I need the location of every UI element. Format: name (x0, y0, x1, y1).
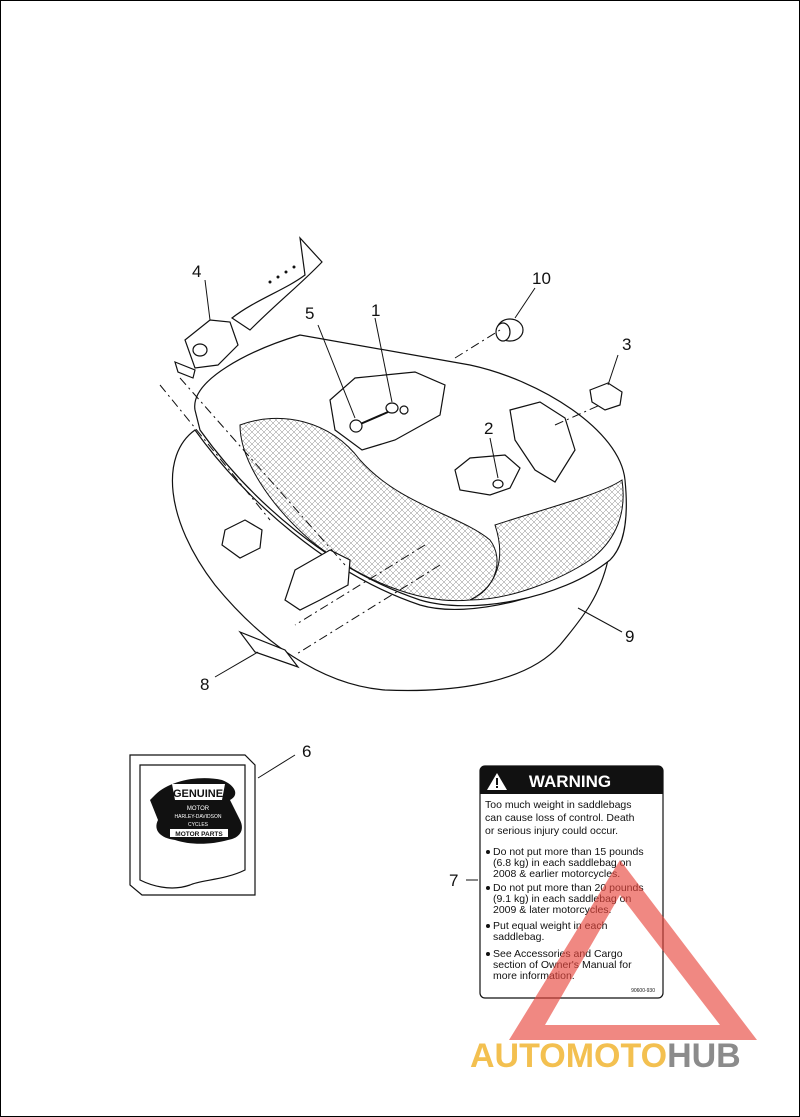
lid-strap (230, 236, 323, 331)
svg-text:(6.8 kg) in each saddlebag on: (6.8 kg) in each saddlebag on (493, 857, 632, 869)
svg-text:See Accessories and Cargo: See Accessories and Cargo (493, 948, 623, 960)
leader-lines (204, 279, 623, 881)
callout-1: 1 (371, 301, 380, 320)
bumper-part-10 (495, 318, 524, 342)
svg-text:or serious injury could occur.: or serious injury could occur. (485, 825, 618, 837)
screw-part-5 (349, 411, 389, 433)
clip-part-3 (589, 382, 623, 411)
warning-header: WARNING (529, 772, 611, 791)
automotohub-watermark: AUTOMOTOHUB (470, 860, 757, 1075)
svg-text:CYCLES: CYCLES (188, 822, 209, 828)
svg-text:can cause loss of control. De: can cause loss of control. Death (485, 812, 635, 824)
latch-part-4 (174, 319, 239, 379)
svg-text:GENUINE: GENUINE (173, 788, 223, 800)
genuine-motor-parts-badge: GENUINE MOTOR HARLEY-DAVIDSON CYCLES MOT… (150, 778, 242, 844)
svg-text:MOTOR: MOTOR (187, 806, 210, 812)
decal-package-part-6: GENUINE MOTOR HARLEY-DAVIDSON CYCLES MOT… (129, 754, 256, 896)
callout-7: 7 (449, 871, 458, 890)
svg-text:Too much weight in saddlebags: Too much weight in saddlebags (485, 799, 632, 811)
svg-text:2009 & later motorcycles.: 2009 & later motorcycles. (493, 904, 611, 916)
label-part-number: 90600-930 (631, 988, 655, 994)
lid-recess (454, 454, 521, 496)
callout-6: 6 (302, 742, 311, 761)
callout-9: 9 (625, 627, 634, 646)
callout-8: 8 (200, 675, 209, 694)
strap-holes (268, 265, 296, 284)
svg-text:2008 & earlier motorcycles.: 2008 & earlier motorcycles. (493, 868, 620, 880)
svg-text:MOTOR PARTS: MOTOR PARTS (175, 831, 223, 838)
callout-3: 3 (622, 335, 631, 354)
assembly-dash-lines (159, 329, 601, 656)
callout-2: 2 (484, 419, 493, 438)
grommet-part-2 (492, 479, 504, 489)
callout-5: 5 (305, 304, 314, 323)
callout-10: 10 (532, 269, 551, 288)
svg-text:HARLEY-DAVIDSON: HARLEY-DAVIDSON (175, 814, 222, 820)
callout-4: 4 (192, 262, 201, 281)
washer-part-1 (385, 402, 409, 415)
svg-text:saddlebag.: saddlebag. (493, 931, 544, 943)
warning-triangle-icon (487, 773, 507, 790)
watermark-text: AUTOMOTOHUB (470, 1037, 741, 1075)
medallion-part-8 (238, 630, 300, 669)
side-bracket (221, 519, 263, 559)
svg-text:Do not put more than 15 pounds: Do not put more than 15 pounds (493, 846, 644, 858)
hinge-plate (509, 401, 576, 483)
